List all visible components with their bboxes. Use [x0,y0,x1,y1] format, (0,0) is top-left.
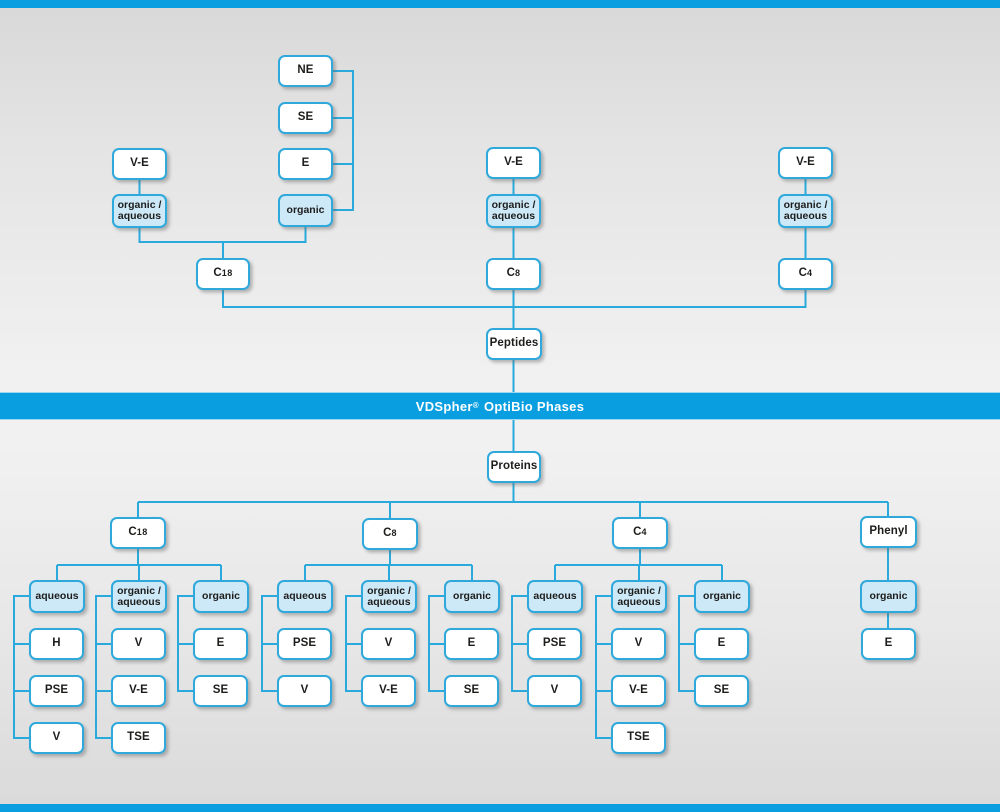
node-eluent-v: V [277,675,332,707]
mode-label-line1: organic / [491,199,536,211]
node-eluent-e: E [444,628,499,660]
node-mode-organic-proteins-phenyl: organic [860,580,917,613]
node-mode-aqueous-proteins-c8: aqueous [277,580,333,613]
column-letter: C [213,267,222,280]
node-eluent-e: E [193,628,248,660]
node-peptides-c18: C18 [196,258,250,290]
mode-label-line2: aqueous [783,210,828,222]
node-eluent-se: SE [193,675,248,707]
node-mode-aqueous-proteins-c4: aqueous [527,580,583,613]
mode-label-line1: organic / [367,584,411,597]
column-digits: 4 [641,527,647,538]
node-eluent-se: SE [278,102,333,134]
node-mode-organic-proteins-c18: organic [193,580,249,613]
node-mode-organic-top: organic [278,194,333,227]
node-peptides-c8: C8 [486,258,541,290]
node-ve-peptides-c8: V-E [486,147,541,179]
mode-label: organic [202,590,240,602]
node-eluent-pse: PSE [527,628,582,660]
node-mode-organic-proteins-c8: organic [444,580,500,613]
mode-label-line1: organic / [117,584,161,597]
node-mode-organic-aqueous-peptides-c4: organic /aqueous [778,194,833,228]
bottom-edge-bar [0,804,1000,812]
banner-brand: VDSpher [415,398,473,414]
node-eluent-ve: V-E [361,675,416,707]
node-mode-organic-aqueous-proteins-c8: organic /aqueous [361,580,417,613]
mode-label-line2: aqueous [491,210,536,222]
node-eluent-e: E [278,148,333,180]
mode-label: aqueous [283,590,327,602]
node-mode-organic-aqueous-proteins-c4: organic /aqueous [611,580,667,613]
column-letter: C [633,526,642,539]
mode-label-line2: aqueous [367,595,411,608]
column-letter: C [798,267,807,280]
mode-label: organic [703,590,741,602]
node-peptides-c4: C4 [778,258,833,290]
node-mode-aqueous-proteins-c18: aqueous [29,580,85,613]
mode-label: organic [286,204,325,216]
node-eluent-v: V [527,675,582,707]
top-edge-bar [0,0,1000,8]
mode-label: aqueous [533,590,577,602]
mode-label-line2: aqueous [617,595,661,608]
node-eluent-tse: TSE [611,722,666,754]
mode-label-line1: organic / [117,199,162,211]
node-eluent-v: V [611,628,666,660]
node-eluent-se: SE [444,675,499,707]
node-ve-peptides-c4: V-E [778,147,833,179]
node-peptides-root: Peptides [486,328,542,360]
node-proteins-c4: C4 [612,517,668,549]
node-eluent-e: E [861,628,916,660]
column-digits: 18 [221,268,233,279]
node-eluent-v: V [111,628,166,660]
mode-label-line1: organic / [783,199,828,211]
node-mode-organic-proteins-c4: organic [694,580,750,613]
node-mode-organic-aqueous-peptides-c8: organic /aqueous [486,194,541,228]
node-proteins-root: Proteins [487,451,541,483]
node-eluent-ve: V-E [611,675,666,707]
node-ve-peptides-c18: V-E [112,148,167,180]
node-eluent-e: E [694,628,749,660]
node-eluent-pse: PSE [277,628,332,660]
node-eluent-pse: PSE [29,675,84,707]
banner-suffix: OptiBio Phases [483,398,585,414]
mode-label-line2: aqueous [117,210,162,222]
column-digits: 8 [391,528,397,539]
mode-label-line2: aqueous [117,595,161,608]
mode-label: organic [869,590,908,602]
mode-label: organic [453,590,491,602]
mode-label-line1: organic / [617,584,661,597]
node-eluent-v: V [29,722,84,754]
node-proteins-c8: C8 [362,518,418,550]
node-eluent-ne: NE [278,55,333,87]
node-mode-organic-aqueous-proteins-c18: organic /aqueous [111,580,167,613]
banner-vdspher-optibio-phases: VDSpher®OptiBio Phases [0,392,1000,420]
column-letter: C [383,527,392,540]
column-letter: C [128,526,137,539]
node-eluent-se: SE [694,675,749,707]
mode-label: aqueous [35,590,79,602]
node-eluent-v: V [361,628,416,660]
node-proteins-c18: C18 [110,517,166,549]
column-letter: C [506,267,515,280]
node-eluent-tse: TSE [111,722,166,754]
node-eluent-ve: V-E [111,675,166,707]
node-mode-organic-aqueous-peptides-c18: organic /aqueous [112,194,167,228]
column-digits: 18 [136,527,148,538]
column-digits: 8 [515,268,521,279]
node-eluent-h: H [29,628,84,660]
column-digits: 4 [807,268,813,279]
node-proteins-phenyl: Phenyl [860,516,917,548]
